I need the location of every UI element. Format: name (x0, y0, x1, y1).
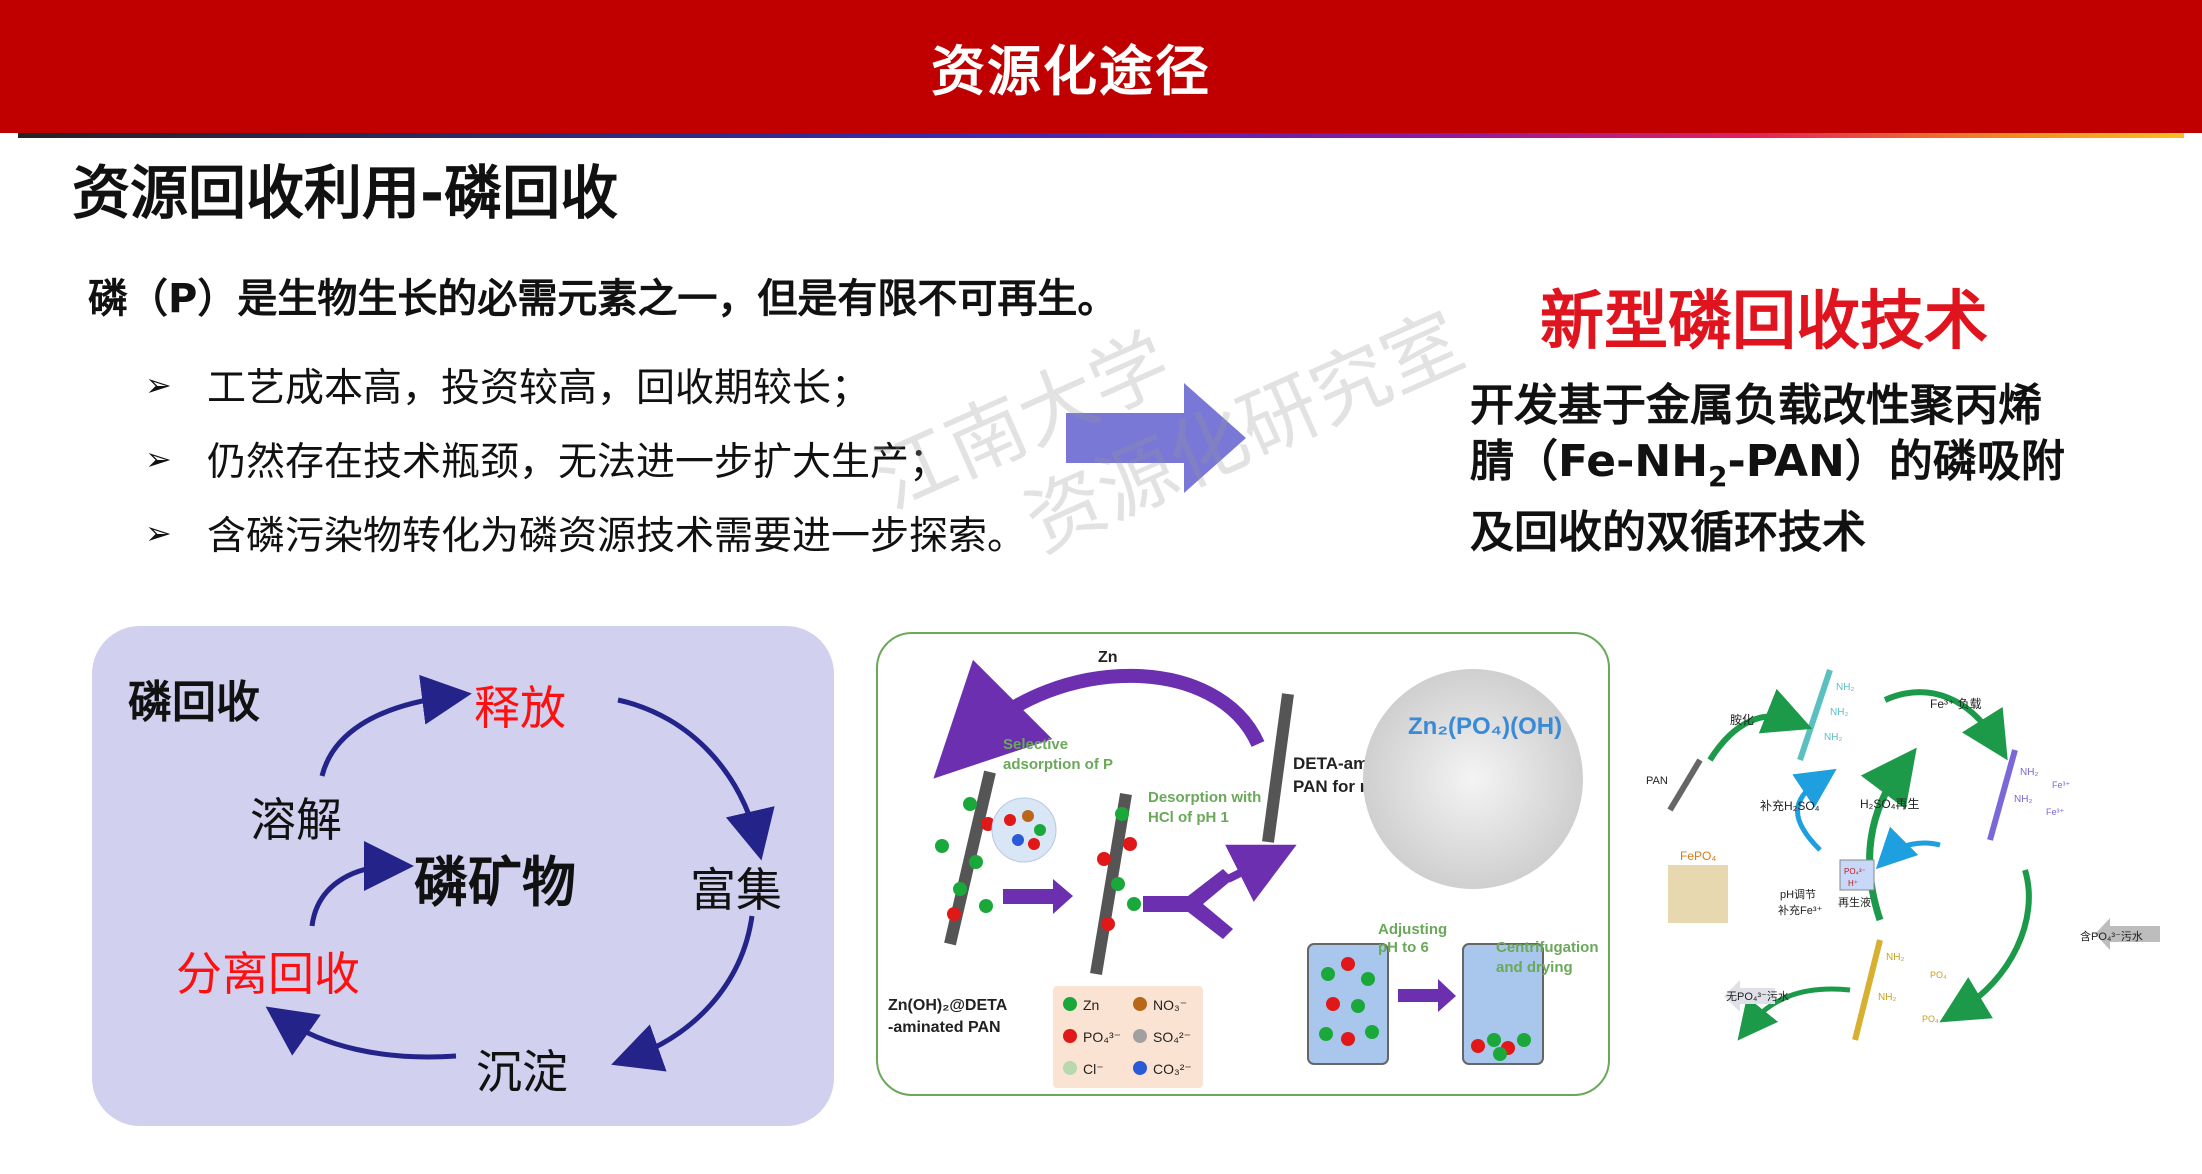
fig2-po4: PO₄ (1930, 970, 1947, 980)
cycle-title: 磷回收 (128, 677, 260, 728)
right-arrow-icon (1066, 383, 1246, 493)
header-banner: 资源化途径 (0, 0, 2202, 133)
legend-zn-dot (1063, 997, 1077, 1011)
fig1-zn-label-2: -aminated PAN (888, 1019, 1001, 1036)
arrow-bullet-icon: ➢ (145, 440, 172, 478)
desc-line: 及回收的双循环技术 (1470, 506, 1866, 558)
cycle-arrows (265, 674, 775, 1072)
fig2-fepo4: FePO₄ (1680, 849, 1716, 863)
fig1-centri-2: and drying (1496, 959, 1573, 976)
fig2-nh2: NH₂ (2020, 767, 2038, 778)
cycle-release: 释放 (474, 681, 566, 735)
dual-cycle-schematic: PAN NH₂ NH₂ NH₂ NH₂ Fe³⁺ NH₂ Fe³⁺ NH₂ PO… (1646, 669, 2160, 1041)
fig2-nh2: NH₂ (2014, 794, 2032, 805)
page-title: 资源化途径 (931, 40, 1211, 103)
fig2-nh2: NH₂ (1824, 732, 1842, 743)
bullet-list: ➢ 工艺成本高，投资较高，回收期较长； ➢ 仍然存在技术瓶颈，无法进一步扩大生产… (145, 348, 1026, 570)
fig1-selective-2: adsorption of P (1003, 756, 1113, 773)
outflow-arrow (1724, 980, 1775, 1012)
dual-cycle-figure: PAN NH₂ NH₂ NH₂ NH₂ Fe³⁺ NH₂ Fe³⁺ NH₂ PO… (1640, 660, 2160, 1060)
fig2-regen-liquid: 再生液 (1838, 895, 1871, 909)
section-title: 资源回收利用-磷回收 (72, 159, 619, 227)
bullet-text: 含磷污染物转化为磷资源技术需要进一步探索。 (207, 514, 1027, 559)
desc-subscript: 2 (1708, 459, 1728, 493)
fig2-h2so4-regen: H₂SO₄再生 (1860, 797, 1920, 811)
fig2-pan: PAN (1646, 775, 1668, 787)
legend-no3: NO₃⁻ (1153, 997, 1187, 1013)
cycle-center: 磷矿物 (414, 851, 576, 914)
fig2-add-h2so4: 补充H₂SO₄ (1760, 798, 1820, 813)
fig1-centri-1: Centrifugation (1496, 939, 1599, 956)
legend-so4: SO₄²⁻ (1153, 1029, 1191, 1045)
fig2-po4-wastewater: 含PO₄³⁻污水 (2080, 929, 2143, 943)
bullet-text: 仍然存在技术瓶颈，无法进一步扩大生产； (207, 440, 949, 485)
inflow-arrow (2095, 918, 2160, 950)
legend-cl-dot (1063, 1061, 1077, 1075)
cycle-enrich: 富集 (690, 863, 782, 917)
new-tech-title: 新型磷回收技术 (1540, 285, 1988, 359)
fig2-add-fe: 补充Fe³⁺ (1778, 903, 1822, 917)
arrow-bullet-icon: ➢ (145, 366, 172, 404)
legend-co3-dot (1133, 1061, 1147, 1075)
arrow-bullet-icon: ➢ (145, 514, 172, 552)
fig2-no-po4-wastewater: 无PO₄³⁻污水 (1726, 990, 1789, 1003)
legend-so4-dot (1133, 1029, 1147, 1043)
fig2-nh2: NH₂ (1836, 682, 1854, 693)
cycle-precipitate: 沉淀 (476, 1045, 568, 1099)
legend-zn: Zn (1083, 997, 1099, 1013)
header-rule (18, 133, 2184, 138)
fig1-selective-1: Selective (1003, 736, 1068, 753)
fig2-fe: Fe³⁺ (2046, 807, 2065, 817)
fig2-nh2: NH₂ (1886, 952, 1904, 963)
legend-co3: CO₃²⁻ (1153, 1061, 1192, 1077)
desc-line: 开发基于金属负载改性聚丙烯 (1470, 380, 2042, 431)
desc-text: 腈（Fe-NH (1470, 436, 1709, 487)
adsorption-schematic-figure: Zn Selective adsorption of P Desorption … (876, 632, 1610, 1096)
fig2-nh2: NH₂ (1878, 992, 1896, 1003)
new-tech-description: 开发基于金属负载改性聚丙烯 腈（Fe-NH2-PAN）的磷吸附 及回收的双循环技… (1470, 378, 2110, 561)
fepo4-powder (1668, 865, 1728, 923)
fig2-nh2: NH₂ (1830, 707, 1848, 718)
desc-line: 腈（Fe-NH2-PAN）的磷吸附 (1470, 434, 2110, 505)
fig1-adjust-2: pH to 6 (1378, 939, 1429, 956)
legend-cl: Cl⁻ (1083, 1061, 1104, 1077)
regen-beaker (1839, 859, 1875, 891)
fig2-fe-load: Fe³⁺ 负载 (1930, 697, 1982, 711)
cycle-dissolve: 溶解 (250, 793, 342, 847)
fig1-adjust-1: Adjusting (1378, 921, 1447, 938)
legend-no3-dot (1133, 997, 1147, 1011)
fig1-desorption-2: HCl of pH 1 (1148, 809, 1229, 826)
fig2-beaker-h: H⁺ (1848, 879, 1858, 888)
fig1-zn-top: Zn (1098, 649, 1118, 666)
phosphorus-cycle-panel: 磷回收 释放 溶解 磷矿物 富集 分离回收 沉淀 (92, 626, 834, 1126)
bullet-item: ➢ 含磷污染物转化为磷资源技术需要进一步探索。 (145, 496, 1026, 570)
fig1-desorption-1: Desorption with (1148, 789, 1261, 806)
intro-text: 磷（P）是生物生长的必需元素之一，但是有限不可再生。 (88, 276, 1118, 322)
fig1-product: Zn₂(PO₄)(OH) (1408, 713, 1562, 740)
bullet-item: ➢ 工艺成本高，投资较高，回收期较长； (145, 348, 1026, 422)
fig2-fe: Fe³⁺ (2052, 780, 2071, 790)
bullet-text: 工艺成本高，投资较高，回收期较长； (207, 366, 871, 411)
adsorption-schematic: Zn Selective adsorption of P Desorption … (888, 649, 1599, 1088)
cycle-separate: 分离回收 (176, 947, 360, 1001)
fig2-amination: 胺化 (1730, 713, 1754, 727)
fig2-po4: PO₄ (1922, 1014, 1939, 1024)
legend-po4: PO₄³⁻ (1083, 1029, 1121, 1045)
fig2-beaker-po4: PO₄³⁻ (1844, 867, 1866, 876)
desc-text: -PAN）的磷吸附 (1727, 436, 2065, 487)
bullet-item: ➢ 仍然存在技术瓶颈，无法进一步扩大生产； (145, 422, 1026, 496)
legend-po4-dot (1063, 1029, 1077, 1043)
fig1-zn-label-1: Zn(OH)₂@DETA (888, 997, 1008, 1014)
fig2-ph-adjust: pH调节 (1780, 888, 1816, 901)
